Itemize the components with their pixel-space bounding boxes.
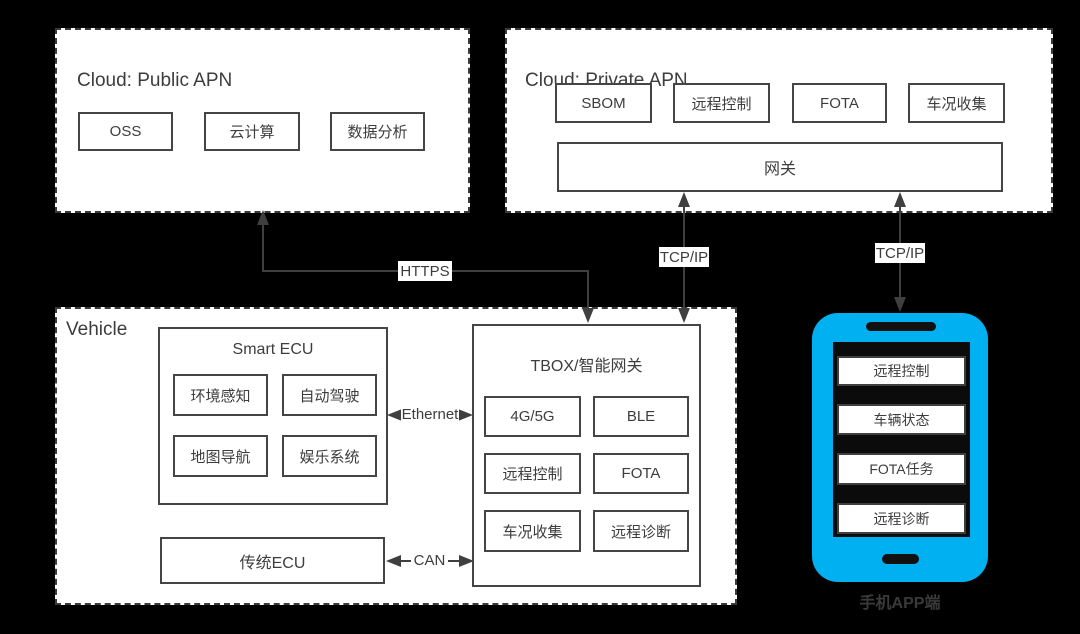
phone-speaker-icon: [866, 322, 936, 331]
node-ble: BLE: [593, 396, 689, 437]
phone-home-button-icon: [882, 554, 919, 564]
smart-ecu-title: Smart ECU: [232, 341, 314, 358]
node-fota-cloud: FOTA: [792, 83, 887, 123]
cloud-public-apn-title: Cloud: Public APN: [77, 70, 233, 91]
node-legacy-ecu: 传统ECU: [160, 537, 385, 584]
tcpip-tbox-label: TCP/IP: [659, 247, 709, 267]
tcpip-phone-arrowhead-down-icon: [894, 297, 906, 312]
smart-ecu-box: Smart ECU: [158, 327, 388, 505]
phone-item-fota-task: FOTA任务: [837, 453, 966, 485]
vehicle-title: Vehicle: [66, 319, 128, 340]
node-remote-diagnosis-tbox: 远程诊断: [593, 510, 689, 552]
phone-item-remote-diagnosis: 远程诊断: [837, 503, 966, 534]
node-cloud-computing: 云计算: [204, 112, 300, 151]
node-oss: OSS: [78, 112, 173, 151]
node-4g5g: 4G/5G: [484, 396, 581, 437]
https-label: HTTPS: [398, 261, 452, 281]
phone-caption: 手机APP端: [859, 595, 941, 612]
ethernet-label: Ethernet: [401, 405, 459, 424]
node-sbom: SBOM: [555, 83, 652, 123]
node-vehicle-data-collect-tbox: 车况收集: [484, 510, 581, 552]
node-autonomous-driving: 自动驾驶: [282, 374, 377, 416]
can-label: CAN: [411, 551, 448, 570]
node-remote-control-tbox: 远程控制: [484, 453, 581, 494]
tcpip-phone-label: TCP/IP: [875, 243, 925, 263]
phone-item-vehicle-status: 车辆状态: [837, 404, 966, 435]
node-fota-tbox: FOTA: [593, 453, 689, 494]
tbox-title: TBOX/智能网关: [530, 358, 643, 375]
node-vehicle-data-collect-cloud: 车况收集: [908, 83, 1005, 123]
node-entertainment-system: 娱乐系统: [282, 435, 377, 477]
node-gateway: 网关: [557, 142, 1003, 192]
node-map-navigation: 地图导航: [173, 435, 268, 477]
node-data-analysis: 数据分析: [330, 112, 425, 151]
node-remote-control-cloud: 远程控制: [673, 83, 770, 123]
phone-item-remote-control: 远程控制: [837, 356, 966, 386]
node-env-perception: 环境感知: [173, 374, 268, 416]
